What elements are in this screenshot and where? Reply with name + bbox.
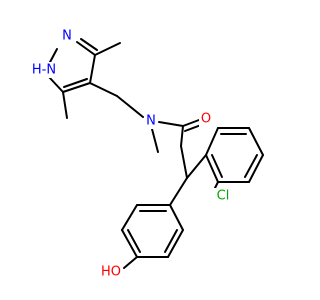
bond — [116, 95, 144, 118]
bond — [167, 229, 184, 258]
bond — [76, 41, 96, 56]
methyl-bond — [151, 128, 159, 153]
molecule-diagram: N H‑N N O Cl HO — [30, 28, 264, 280]
bond — [184, 124, 202, 132]
atom-n-amide: N — [144, 113, 158, 129]
pyrazole-ring — [48, 38, 98, 93]
bond — [180, 125, 184, 147]
bond — [186, 154, 207, 179]
bond — [205, 154, 219, 183]
methyl-bond — [94, 42, 121, 56]
chlorophenyl-ring — [186, 127, 264, 191]
atom-label: HO — [101, 265, 121, 280]
atom-label: N — [146, 114, 156, 129]
bond — [164, 229, 178, 253]
atom-nh-pyrazole: H‑N — [30, 62, 64, 78]
atom-n-pyrazole: N — [60, 28, 74, 44]
bond — [169, 177, 188, 206]
bond — [89, 54, 96, 84]
bond — [244, 154, 258, 178]
bond — [48, 48, 58, 65]
bond — [121, 204, 138, 231]
hydroxyphenyl-ring — [121, 204, 184, 269]
bond — [182, 119, 200, 127]
atom-label: H‑N — [32, 63, 56, 78]
bond — [121, 229, 138, 258]
bond — [80, 38, 98, 51]
bond — [48, 76, 64, 93]
atom-oh: HO — [99, 264, 123, 280]
bond — [248, 154, 264, 183]
atom-label: O — [201, 112, 211, 127]
atom-label: N — [62, 29, 72, 44]
atom-label: Cl — [217, 189, 230, 204]
oh-bond — [123, 256, 138, 269]
bond — [205, 127, 219, 156]
bond — [169, 204, 184, 231]
bond — [158, 121, 184, 127]
bond — [211, 154, 223, 178]
atom-o-carbonyl: O — [199, 111, 213, 127]
bond — [89, 82, 118, 97]
bond — [180, 145, 188, 179]
bond — [248, 127, 264, 156]
structure-canvas: N H‑N N O Cl HO — [30, 28, 264, 280]
bond — [62, 82, 91, 93]
methyl-bond — [62, 91, 68, 119]
bond — [127, 229, 141, 253]
bond — [63, 78, 88, 88]
atom-cl: Cl — [213, 188, 233, 204]
